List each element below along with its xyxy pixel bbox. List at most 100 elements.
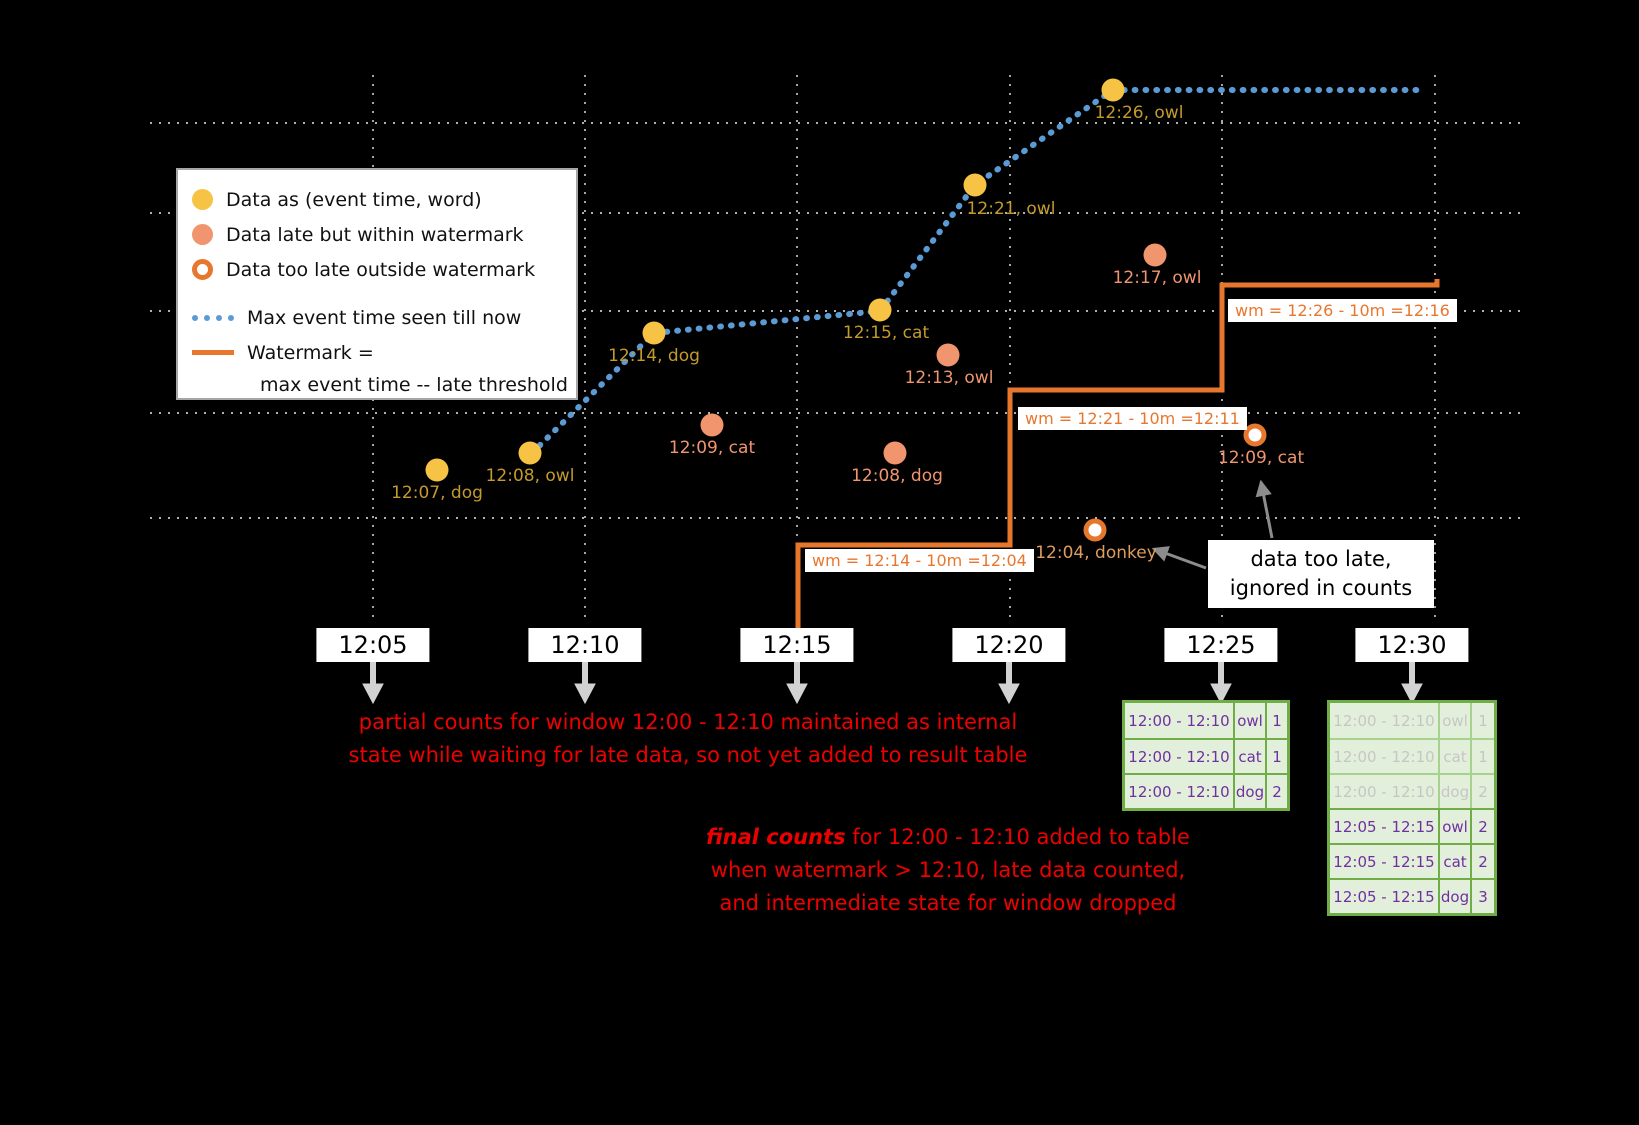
legend-row-on-time: Data as (event time, word) [192, 182, 576, 217]
cell-count: 2 [1478, 852, 1488, 871]
data-point-on-time [868, 298, 892, 322]
data-point-too-late [1243, 423, 1267, 447]
cell-window: 12:05 - 12:15 [1330, 845, 1440, 878]
cell-window: 12:00 - 12:10 [1330, 703, 1440, 738]
legend-row-max-event-time: Max event time seen till now [192, 300, 576, 335]
legend: Data as (event time, word) Data late but… [176, 168, 578, 400]
too-late-note-line2: ignored in counts [1229, 576, 1413, 600]
legend-label-on-time: Data as (event time, word) [226, 188, 482, 211]
cell-word: cat [1440, 740, 1472, 773]
point-label: 12:14, dog [608, 346, 700, 366]
cell-word: dog [1235, 775, 1267, 808]
time-tick-12-05: 12:05 [316, 628, 430, 662]
data-point-late [883, 441, 907, 465]
legend-label-late: Data late but within watermark [226, 223, 524, 246]
cell-count: 1 [1272, 747, 1282, 766]
final-counts-line3: and intermediate state for window droppe… [719, 891, 1177, 915]
cell-word: dog [1440, 880, 1472, 913]
time-tick-12-15: 12:15 [740, 628, 854, 662]
final-counts-emphasis: final counts [706, 825, 846, 849]
partial-counts-line2: state while waiting for late data, so no… [348, 743, 1028, 767]
axis-arrows [362, 662, 1423, 705]
table-row: 12:05 - 12:15 dog 3 [1330, 878, 1494, 913]
on-time-point-icon [192, 189, 213, 210]
data-point-late [936, 343, 960, 367]
data-point-late [1143, 243, 1167, 267]
data-point-on-time [518, 441, 542, 465]
final-counts-line2: when watermark > 12:10, late data counte… [710, 858, 1186, 882]
watermark-value-label: wm = 12:21 - 10m =12:11 [1018, 407, 1247, 430]
cell-count: 1 [1478, 747, 1488, 766]
too-late-connector-arrows [1151, 479, 1274, 570]
data-point-on-time [1101, 78, 1125, 102]
result-table-12-30: 12:00 - 12:10 owl 1 12:00 - 12:10 cat 1 … [1327, 700, 1497, 916]
cell-count: 2 [1478, 782, 1488, 801]
partial-counts-line1: partial counts for window 12:00 - 12:10 … [358, 710, 1018, 734]
table-row: 12:00 - 12:10 dog 2 [1125, 773, 1287, 808]
time-tick-12-20: 12:20 [952, 628, 1066, 662]
watermark-step-line [795, 279, 1440, 631]
point-label: 12:08, dog [851, 466, 943, 486]
time-tick-12-25: 12:25 [1164, 628, 1278, 662]
legend-label-max-event-time: Max event time seen till now [247, 306, 522, 329]
cell-window: 12:00 - 12:10 [1330, 775, 1440, 808]
point-label: 12:15, cat [842, 323, 930, 343]
legend-label-watermark: Watermark = [247, 341, 374, 364]
legend-row-too-late: Data too late outside watermark [192, 252, 576, 287]
table-row: 12:05 - 12:15 cat 2 [1330, 843, 1494, 878]
table-row: 12:05 - 12:15 owl 2 [1330, 808, 1494, 843]
cell-word: dog [1440, 775, 1472, 808]
cell-window: 12:05 - 12:15 [1330, 810, 1440, 843]
data-point-on-time [963, 173, 987, 197]
data-point-on-time [425, 458, 449, 482]
legend-row-watermark: Watermark = [192, 335, 576, 370]
watermark-value-label: wm = 12:14 - 10m =12:04 [805, 549, 1034, 572]
final-counts-annotation: final counts for 12:00 - 12:10 added to … [598, 821, 1298, 920]
data-point-late [700, 413, 724, 437]
table-row-faded: 12:00 - 12:10 owl 1 [1330, 703, 1494, 738]
cell-count: 2 [1272, 782, 1282, 801]
max-event-time-line-icon [192, 314, 234, 321]
point-label: 12:17, owl [1112, 268, 1202, 288]
point-label: 12:07, dog [391, 483, 483, 503]
watermark-value-label: wm = 12:26 - 10m =12:16 [1228, 299, 1457, 322]
cell-window: 12:00 - 12:10 [1125, 775, 1235, 808]
cell-count: 1 [1272, 711, 1282, 730]
late-point-icon [192, 224, 213, 245]
legend-row-late: Data late but within watermark [192, 217, 576, 252]
data-point-too-late [1083, 518, 1107, 542]
data-point-on-time [642, 321, 666, 345]
cell-window: 12:00 - 12:10 [1330, 740, 1440, 773]
point-label: 12:09, cat [668, 438, 756, 458]
final-counts-line1: final counts for 12:00 - 12:10 added to … [598, 821, 1298, 854]
legend-label-too-late: Data too late outside watermark [226, 258, 536, 281]
cell-window: 12:05 - 12:15 [1330, 880, 1440, 913]
time-tick-12-10: 12:10 [528, 628, 642, 662]
too-late-note: data too late, ignored in counts [1208, 540, 1434, 608]
cell-word: owl [1235, 703, 1267, 738]
point-label: 12:26, owl [1094, 103, 1184, 123]
cell-word: owl [1440, 810, 1472, 843]
table-row: 12:00 - 12:10 owl 1 [1125, 703, 1287, 738]
cell-count: 1 [1478, 711, 1488, 730]
table-row-faded: 12:00 - 12:10 cat 1 [1330, 738, 1494, 773]
cell-window: 12:00 - 12:10 [1125, 740, 1235, 773]
too-late-note-line1: data too late, [1250, 547, 1392, 571]
too-late-point-icon [192, 259, 213, 280]
cell-count: 2 [1478, 817, 1488, 836]
table-row-faded: 12:00 - 12:10 dog 2 [1330, 773, 1494, 808]
max-event-time-line [529, 87, 1421, 456]
point-label: 12:09, cat [1217, 448, 1305, 468]
point-label: 12:21, owl [966, 199, 1056, 219]
legend-row-watermark-2: max event time -- late threshold [260, 370, 576, 399]
cell-window: 12:00 - 12:10 [1125, 703, 1235, 738]
point-label: 12:04, donkey [1035, 543, 1157, 563]
partial-counts-annotation: partial counts for window 12:00 - 12:10 … [288, 706, 1088, 772]
result-table-12-25: 12:00 - 12:10 owl 1 12:00 - 12:10 cat 1 … [1122, 700, 1290, 811]
table-row: 12:00 - 12:10 cat 1 [1125, 738, 1287, 773]
cell-count: 3 [1478, 887, 1488, 906]
point-label: 12:13, owl [904, 368, 994, 388]
legend-label-watermark-formula: max event time -- late threshold [260, 373, 568, 396]
